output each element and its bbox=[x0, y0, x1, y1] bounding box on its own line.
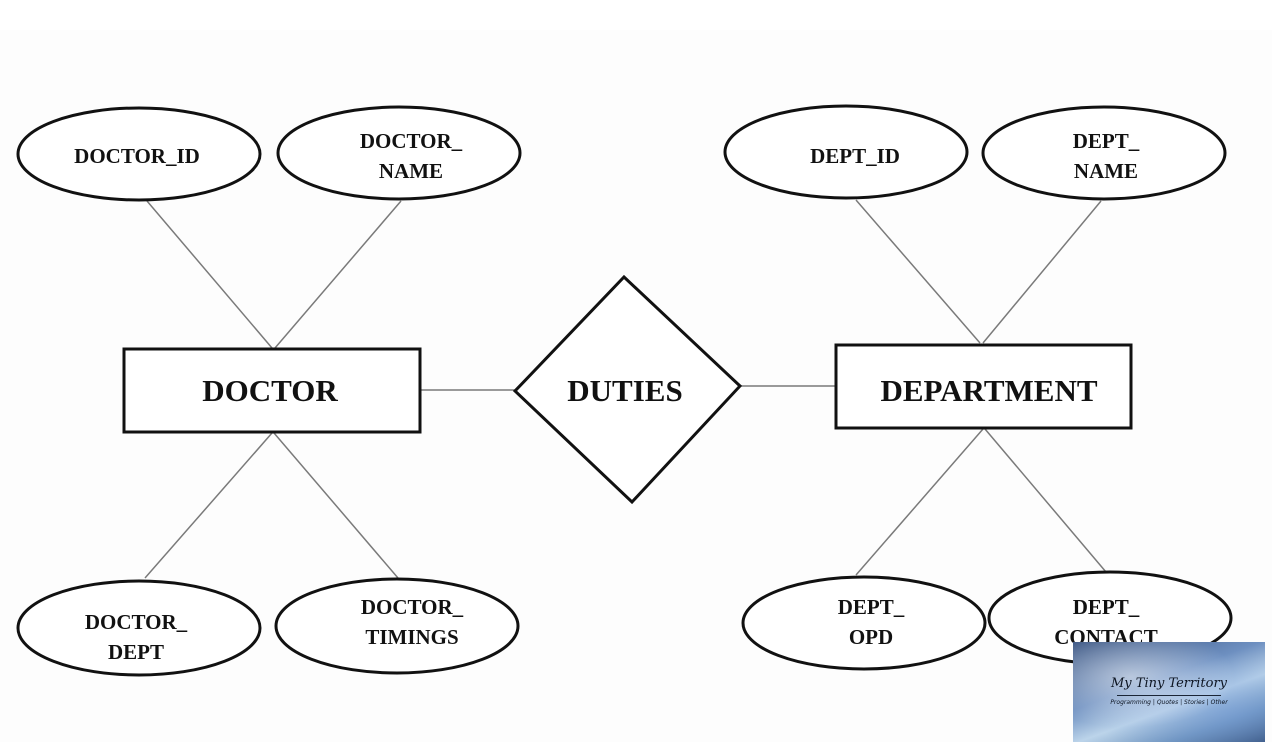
attribute-label-line2: TIMINGS bbox=[365, 625, 458, 649]
entity-doctor: DOCTOR bbox=[122, 347, 422, 434]
link-dept-opd bbox=[855, 428, 984, 576]
link-dept-name bbox=[982, 200, 1102, 344]
attribute-label-line1: DEPT_ bbox=[1073, 129, 1140, 153]
attribute-label-line1: DEPT_ bbox=[838, 595, 905, 619]
attribute-label-line1: DOCTOR_ bbox=[85, 610, 188, 634]
attribute-doctor-dept: DOCTOR_ DEPT bbox=[16, 579, 262, 677]
attribute-label-line2: DEPT bbox=[108, 640, 164, 664]
attribute-dept-name: DEPT_ NAME bbox=[981, 105, 1227, 201]
attribute-dept-opd: DEPT_ OPD bbox=[741, 575, 987, 671]
attribute-label-line2: NAME bbox=[379, 159, 443, 183]
logo-tagline: Programming | Quotes | Stories | Other bbox=[1110, 699, 1228, 706]
link-doctor-dept bbox=[144, 432, 273, 579]
relationship-label: DUTIES bbox=[567, 373, 682, 408]
attribute-label-line1: DOCTOR_ bbox=[361, 595, 464, 619]
attribute-label-line2: NAME bbox=[1074, 159, 1138, 183]
attribute-doctor-id: DOCTOR_ID bbox=[16, 106, 262, 202]
relationship-duties: DUTIES bbox=[512, 274, 743, 505]
watermark-logo: My Tiny Territory Programming | Quotes |… bbox=[1073, 642, 1265, 742]
entity-label: DOCTOR bbox=[202, 373, 338, 408]
entity-label: DEPARTMENT bbox=[880, 373, 1097, 408]
link-doctor-timings bbox=[273, 432, 399, 579]
attribute-label-line1: DEPT_ bbox=[1073, 595, 1140, 619]
attribute-dept-contact: DEPT_ CONTACT bbox=[987, 570, 1233, 666]
top-band bbox=[0, 0, 1272, 30]
link-dept-id bbox=[855, 199, 981, 344]
link-dept-contact bbox=[984, 428, 1107, 573]
entity-department: DEPARTMENT bbox=[834, 343, 1133, 430]
attribute-label: DEPT_ID bbox=[810, 144, 900, 168]
logo-divider bbox=[1117, 695, 1221, 696]
attribute-label: DOCTOR_ID bbox=[74, 144, 200, 168]
logo-title: My Tiny Territory bbox=[1110, 676, 1228, 691]
attribute-label-line1: DOCTOR_ bbox=[360, 129, 463, 153]
link-doctor-id bbox=[146, 200, 273, 349]
attribute-doctor-timings: DOCTOR_ TIMINGS bbox=[274, 577, 520, 675]
attribute-dept-id: DEPT_ID bbox=[723, 104, 969, 200]
link-doctor-name bbox=[274, 200, 402, 349]
attribute-doctor-name: DOCTOR_ NAME bbox=[276, 105, 522, 201]
attribute-label-line2: OPD bbox=[849, 625, 893, 649]
